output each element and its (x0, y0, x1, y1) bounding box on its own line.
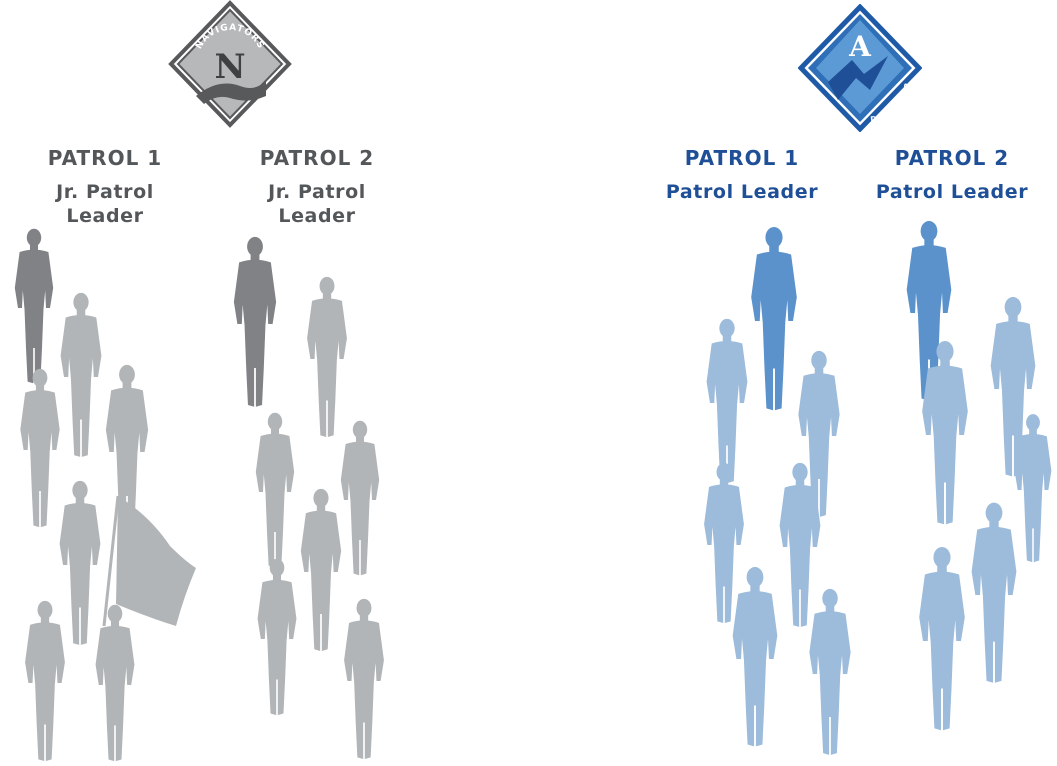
patrol-title: PATROL 1 (642, 146, 842, 170)
navigators-patrol-1-header: PATROL 1 Jr. Patrol Leader (40, 146, 170, 228)
scout-figure (722, 566, 788, 752)
scout-figure (86, 604, 144, 766)
role-line: Patrol Leader (852, 180, 1052, 204)
navigators-patrol-2-header: PATROL 2 Jr. Patrol Leader (252, 146, 382, 228)
role-line-2: Leader (40, 204, 170, 228)
navigators-badge-letter: N (214, 47, 245, 87)
navigators-section: N NAVIGATORS PATROL 1 Jr. Patrol Leader … (0, 0, 420, 765)
scout-figure (910, 546, 974, 736)
adventurers-patrol-1-header: PATROL 1 Patrol Leader (642, 146, 842, 204)
scout-figure (246, 558, 308, 720)
adventurers-badge: A ADVENTURERS (798, 4, 922, 132)
adventurers-section: A ADVENTURERS PATROL 1 Patrol Leader PAT… (640, 0, 1057, 765)
scout-figure (298, 276, 356, 442)
scout-figure (966, 500, 1022, 690)
patrol-title: PATROL 1 (40, 146, 170, 170)
role-line-1: Jr. Patrol (40, 180, 170, 204)
navigators-badge: N NAVIGATORS (168, 0, 292, 128)
role-line-1: Jr. Patrol (252, 180, 382, 204)
role-line-2: Leader (252, 204, 382, 228)
adventurers-patrol-2-header: PATROL 2 Patrol Leader (852, 146, 1052, 204)
role-line: Patrol Leader (642, 180, 842, 204)
jr-patrol-leader-figure (222, 236, 288, 412)
patrol-title: PATROL 2 (252, 146, 382, 170)
patrol-title: PATROL 2 (852, 146, 1052, 170)
scout-figure (334, 598, 394, 764)
adventurers-badge-letter: A (848, 30, 872, 63)
scout-figure (14, 600, 76, 766)
scout-figure (800, 588, 860, 760)
